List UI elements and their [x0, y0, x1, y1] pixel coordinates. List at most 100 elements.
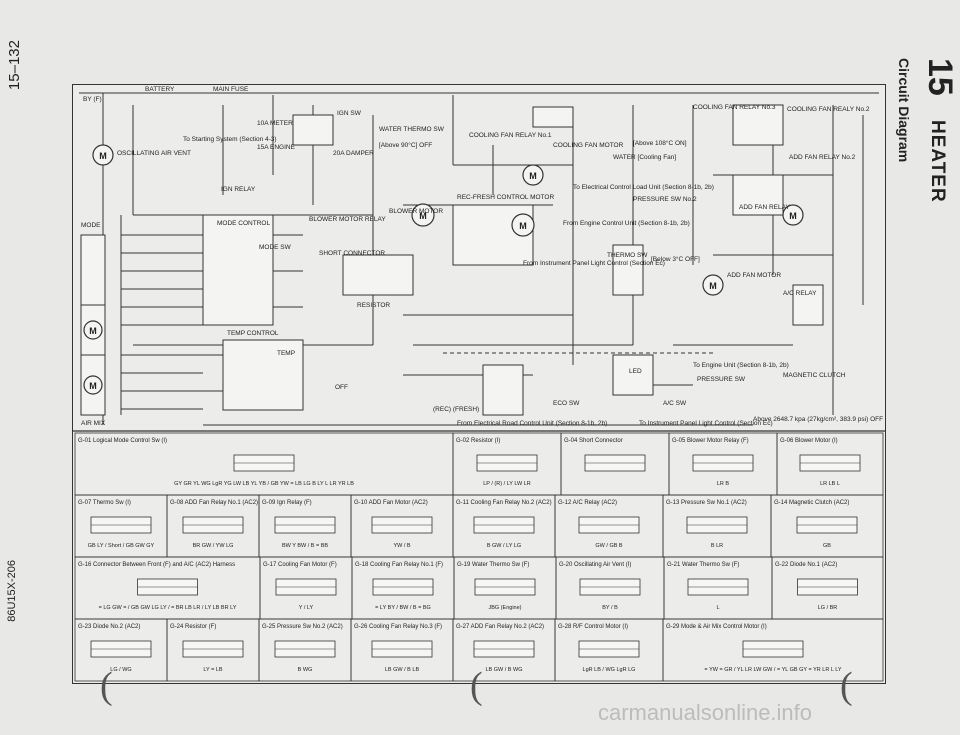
connector-cell: G-08 ADD Fan Relay No.1 (AC2) BR GW / YW …	[166, 494, 260, 558]
label-from-engine-control: From Engine Control Unit (Section 8-1b, …	[563, 220, 690, 227]
label-by: BY (F)	[83, 96, 102, 103]
label-cooling-fan-relay3: COOLING FAN RELAY No.3	[693, 104, 776, 111]
connector-pins: B LR	[711, 543, 723, 549]
connector-pins: = YW = GR / YL LR LW GW / = YL GB GY = Y…	[704, 667, 841, 673]
connector-title: G-18 Cooling Fan Relay No.1 (F)	[355, 562, 443, 568]
label-to-starting: To Starting System (Section 4-3)	[183, 136, 277, 143]
svg-text:M: M	[519, 221, 527, 231]
label-temp-control: TEMP CONTROL	[227, 330, 279, 337]
connector-cell: G-25 Pressure Sw No.2 (AC2)B WG	[258, 618, 352, 682]
connector-cell: G-09 Ign Relay (F)BW Y BW / B = BB	[258, 494, 352, 558]
label-ac-relay: A/C RELAY	[783, 290, 817, 297]
connector-cell: G-06 Blower Motor (I) LR LB L	[776, 432, 884, 496]
connector-title: G-28 R/F Control Motor (I)	[558, 624, 628, 630]
label-temp: TEMP	[277, 350, 295, 357]
label-to-instrument: To Instrument Panel Light Control (Secti…	[639, 420, 773, 427]
connector-cell: G-14 Magnetic Clutch (AC2)GB	[770, 494, 884, 558]
label-cooling-fan-motor: COOLING FAN MOTOR	[553, 142, 624, 149]
connector-cell: G-17 Cooling Fan Motor (F)Y / LY	[259, 556, 353, 620]
connector-pins: BR GW / YW LG	[193, 543, 234, 549]
label-ign-relay: IGN RELAY	[221, 186, 256, 193]
connector-title: G-11 Cooling Fan Relay No.2 (AC2)	[456, 500, 552, 506]
svg-text:M: M	[529, 171, 537, 181]
connector-cell: G-04 Short Connector	[560, 432, 670, 496]
connector-title: G-19 Water Thermo Sw (F)	[457, 562, 529, 568]
connector-title: G-29 Mode & Air Mix Control Motor (I)	[666, 624, 767, 630]
connector-title: G-02 Resistor (I)	[456, 438, 500, 444]
connector-title: G-24 Resistor (F)	[170, 624, 216, 630]
label-resistor: RESISTOR	[357, 302, 390, 309]
svg-text:M: M	[419, 211, 427, 221]
label-from-electrical: From Electrical Road Control Unit (Secti…	[457, 420, 607, 427]
label-pressure-sw: PRESSURE SW	[697, 376, 746, 383]
connector-pins: B GW / LY LG	[487, 543, 521, 549]
connector-cell: G-16 Connector Between Front (F) and A/C…	[74, 556, 261, 620]
label-air-mix: AIR MIX	[81, 420, 106, 427]
label-water-thermo: WATER THERMO SW	[379, 126, 445, 133]
label-rec-fresh: REC-FRESH CONTROL MOTOR	[457, 194, 554, 201]
connector-title: G-06 Blower Motor (I)	[780, 438, 838, 444]
connector-cell: G-19 Water Thermo Sw (F)JBG (Engine)	[453, 556, 557, 620]
connector-pins: L	[716, 605, 719, 611]
connector-cell: G-21 Water Thermo Sw (F)L	[663, 556, 773, 620]
connector-cell: G-11 Cooling Fan Relay No.2 (AC2) B GW / …	[452, 494, 556, 558]
scan-mark-right: (	[840, 665, 853, 707]
connector-title: G-23 Diode No.2 (AC2)	[78, 624, 140, 630]
connector-pins: GW / GB B	[595, 543, 623, 549]
connector-cell: G-10 ADD Fan Motor (AC2)YW / B	[350, 494, 454, 558]
connector-title: G-12 A/C Relay (AC2)	[558, 500, 617, 506]
label-engine: 15A ENGINE	[257, 144, 296, 151]
label-mode-control: MODE CONTROL	[217, 220, 270, 227]
connector-pins: LG / BR	[818, 605, 838, 611]
page-number: 15–132	[6, 40, 23, 91]
connector-pins: GB	[823, 543, 831, 549]
connector-pins: LR LB L	[820, 481, 840, 487]
label-meter: 10A METER	[257, 120, 293, 127]
label-short-connector: SHORT CONNECTOR	[319, 250, 385, 257]
label-blower-relay: BLOWER MOTOR RELAY	[309, 216, 386, 223]
label-add-fan-motor: ADD FAN MOTOR	[727, 272, 781, 279]
label-add-fan-relay2: ADD FAN RELAY No.2	[789, 154, 856, 161]
section-title: HEATER	[927, 120, 948, 203]
label-above-pressure: Above 2648.7 kpa (27kg/cm², 383.9 psi) O…	[753, 416, 883, 423]
connector-pins: = LY BY / BW / B = BG	[375, 605, 431, 611]
connector-cell: G-02 Resistor (I)LP / (R) / LY LW LR	[452, 432, 562, 496]
label-below-3: [Below 3°C OFF]	[651, 255, 700, 263]
connector-title: G-08 ADD Fan Relay No.1 (AC2)	[170, 500, 258, 506]
label-main-fuse: MAIN FUSE	[213, 86, 249, 93]
label-oscillating: OSCILLATING AIR VENT	[117, 150, 191, 157]
label-above-108: [Above 108°C ON]	[633, 139, 687, 147]
label-battery: BATTERY	[145, 86, 175, 93]
label-magnetic-clutch: MAGNETIC CLUTCH	[783, 372, 846, 379]
connector-pins: LY = LB	[203, 667, 223, 673]
label-ign-sw: IGN SW	[337, 110, 362, 117]
connector-title: G-01 Logical Mode Control Sw (I)	[78, 438, 167, 444]
connector-title: G-16 Connector Between Front (F) and A/C…	[78, 562, 235, 568]
label-mode: MODE	[81, 222, 101, 229]
connector-title: G-27 ADD Fan Relay No.2 (AC2)	[456, 624, 544, 630]
connector-table: G-01 Logical Mode Control Sw (I)GY GR YL…	[74, 432, 884, 682]
connector-pins: LG / WG	[110, 667, 131, 673]
label-blower-motor: BLOWER MOTOR	[389, 208, 443, 215]
svg-text:M: M	[99, 151, 107, 161]
document-code: 86U15X-206	[6, 560, 18, 622]
svg-text:M: M	[789, 211, 797, 221]
watermark: carmanualsonline.info	[598, 700, 813, 725]
label-to-electrical: To Electrical Control Load Unit (Section…	[573, 184, 714, 191]
connector-cell: G-22 Diode No.1 (AC2)LG / BR	[771, 556, 884, 620]
label-ac-sw: A/C SW	[663, 400, 687, 407]
connector-pins: BY / B	[602, 605, 618, 611]
connector-title: G-09 Ign Relay (F)	[262, 500, 312, 506]
connector-cell-border	[662, 618, 884, 682]
label-to-engine-unit: To Engine Unit (Section 8-1b, 2b)	[693, 362, 789, 369]
svg-text:M: M	[89, 326, 97, 336]
label-cooling-fan-relay2: COOLING FAN REALY No.2	[787, 106, 870, 113]
connector-pins: = LG GW = / GB GW LG LY / = BR LB LR / L…	[99, 605, 237, 611]
connector-pins: LB GW / B WG	[486, 667, 523, 673]
label-off: OFF	[335, 384, 348, 391]
connector-cell: G-13 Pressure Sw No.1 (AC2)B LR	[662, 494, 772, 558]
label-above-90: [Above 90°C] OFF	[379, 141, 432, 149]
connector-cell: G-24 Resistor (F) LY = LB	[166, 618, 260, 682]
